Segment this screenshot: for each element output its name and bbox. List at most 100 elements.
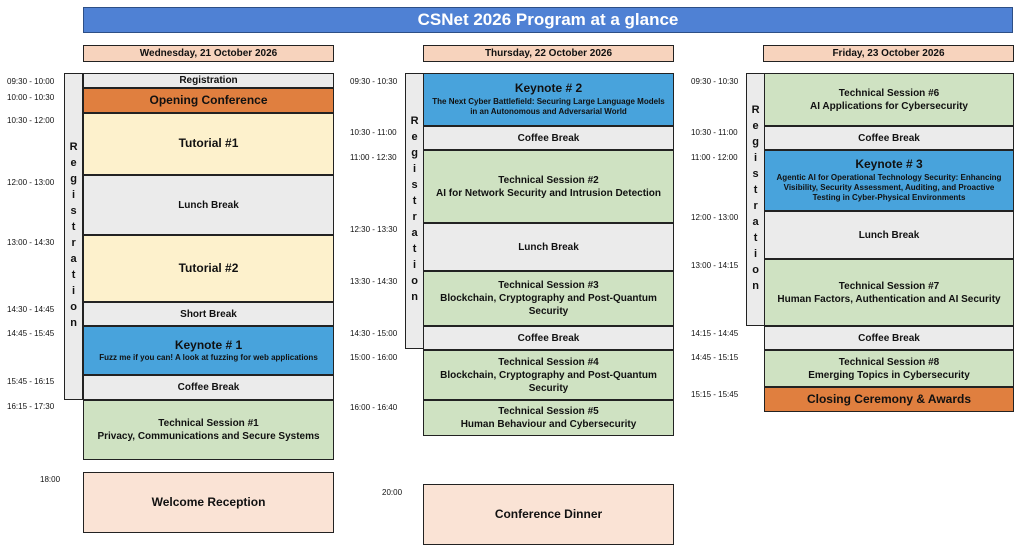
registration-vertical-label: Registration — [749, 103, 762, 296]
session-title: Technical Session #5 — [498, 406, 599, 417]
session-title: Technical Session #6 — [838, 87, 940, 99]
time-label: 09:30 - 10:30 — [350, 77, 398, 86]
registration-vertical: Registration — [405, 73, 424, 349]
session-title: Technical Session #8 — [838, 356, 940, 368]
session-subtitle: Human Factors, Authentication and AI Sec… — [777, 293, 1001, 305]
session-label: Coffee Break — [858, 332, 920, 344]
session-label: Tutorial #1 — [178, 136, 239, 151]
session-subtitle: The Next Cyber Battlefield: Securing Lar… — [432, 96, 665, 117]
session-title: Keynote # 3 — [855, 157, 923, 172]
day-header-thursday: Thursday, 22 October 2026 — [423, 45, 674, 62]
session-label: Coffee Break — [177, 382, 240, 393]
session-welcome-reception: Welcome Reception — [83, 472, 334, 533]
time-label: 09:30 - 10:30 — [691, 77, 739, 86]
session-subtitle: Emerging Topics in Cybersecurity — [808, 369, 970, 381]
session-label: Lunch Break — [178, 199, 239, 211]
time-label: 10:30 - 11:00 — [691, 128, 738, 137]
time-label: 14:45 - 15:15 — [691, 353, 739, 362]
session-coffee-break: Coffee Break — [423, 126, 674, 150]
session-registration: Registration — [83, 73, 334, 88]
session-keynote-2: Keynote # 2 The Next Cyber Battlefield: … — [423, 73, 674, 126]
time-label: 10:30 - 11:00 — [350, 128, 397, 137]
session-technical-4: Technical Session #4 Blockchain, Cryptog… — [423, 350, 674, 400]
session-label: Coffee Break — [858, 132, 920, 144]
time-label: 20:00 — [382, 488, 403, 497]
session-label: Welcome Reception — [151, 494, 266, 509]
session-label: Registration — [179, 75, 238, 86]
session-short-break: Short Break — [83, 302, 334, 326]
session-label: Tutorial #2 — [178, 260, 239, 275]
registration-vertical: Registration — [746, 73, 765, 326]
session-title: Keynote # 1 — [174, 337, 243, 352]
session-coffee-break: Coffee Break — [423, 326, 674, 350]
session-technical-7: Technical Session #7 Human Factors, Auth… — [764, 259, 1014, 326]
session-subtitle: Human Behaviour and Cybersecurity — [460, 419, 637, 430]
time-label: 13:30 - 14:30 — [350, 277, 398, 286]
session-opening: Opening Conference — [83, 88, 334, 113]
session-technical-6: Technical Session #6 AI Applications for… — [764, 73, 1014, 126]
session-subtitle: Agentic AI for Operational Technology Se… — [776, 172, 1002, 203]
session-label: Conference Dinner — [494, 506, 603, 521]
time-label: 13:00 - 14:15 — [691, 261, 739, 270]
session-technical-2: Technical Session #2 AI for Network Secu… — [423, 150, 674, 223]
session-coffee-break: Coffee Break — [764, 326, 1014, 350]
session-keynote-3: Keynote # 3 Agentic AI for Operational T… — [764, 150, 1014, 211]
session-title: Technical Session #2 — [498, 174, 599, 186]
session-lunch: Lunch Break — [423, 223, 674, 271]
session-title: Technical Session #7 — [838, 280, 940, 292]
session-technical-8: Technical Session #8 Emerging Topics in … — [764, 350, 1014, 387]
session-label: Coffee Break — [517, 132, 580, 144]
time-label: 13:00 - 14:30 — [7, 238, 55, 247]
day-header-wednesday: Wednesday, 21 October 2026 — [83, 45, 334, 62]
session-label: Closing Ceremony & Awards — [806, 391, 972, 406]
session-subtitle: Privacy, Communications and Secure Syste… — [97, 431, 320, 442]
session-subtitle: AI Applications for Cybersecurity — [810, 100, 968, 112]
session-keynote-1: Keynote # 1 Fuzz me if you can! A look a… — [83, 326, 334, 375]
session-closing-ceremony: Closing Ceremony & Awards — [764, 387, 1014, 412]
session-subtitle: AI for Network Security and Intrusion De… — [435, 187, 662, 199]
time-label: 14:30 - 15:00 — [350, 329, 398, 338]
session-subtitle: Blockchain, Cryptography and Post-Quantu… — [440, 293, 657, 317]
time-label: 15:15 - 15:45 — [691, 390, 739, 399]
time-label: 09:30 - 10:00 — [7, 77, 55, 86]
registration-vertical-label: Registration — [67, 140, 80, 333]
time-label: 10:00 - 10:30 — [7, 93, 55, 102]
session-title: Technical Session #3 — [498, 280, 599, 291]
session-technical-5: Technical Session #5 Human Behaviour and… — [423, 400, 674, 436]
session-label: Coffee Break — [517, 332, 580, 344]
session-coffee-break: Coffee Break — [764, 126, 1014, 150]
time-label: 12:00 - 13:00 — [7, 178, 55, 187]
time-label: 10:30 - 12:00 — [7, 116, 55, 125]
session-lunch: Lunch Break — [83, 175, 334, 235]
day-header-friday: Friday, 23 October 2026 — [763, 45, 1014, 62]
time-label: 14:45 - 15:45 — [7, 329, 55, 338]
session-technical-1: Technical Session #1 Privacy, Communicat… — [83, 400, 334, 460]
session-label: Opening Conference — [149, 92, 268, 107]
session-label: Lunch Break — [518, 241, 579, 253]
session-tutorial-1: Tutorial #1 — [83, 113, 334, 175]
session-label: Short Break — [180, 308, 237, 320]
session-label: Lunch Break — [858, 229, 920, 241]
session-conference-dinner: Conference Dinner — [423, 484, 674, 545]
time-label: 11:00 - 12:00 — [691, 153, 738, 162]
session-subtitle: Fuzz me if you can! A look at fuzzing fo… — [99, 353, 318, 363]
page-title: CSNet 2026 Program at a glance — [83, 7, 1013, 33]
time-label: 15:00 - 16:00 — [350, 353, 398, 362]
session-lunch: Lunch Break — [764, 211, 1014, 259]
session-title: Technical Session #1 — [158, 418, 259, 429]
registration-vertical: Registration — [64, 73, 83, 400]
registration-vertical-label: Registration — [408, 115, 421, 307]
session-title: Keynote # 2 — [514, 81, 583, 96]
time-label: 15:45 - 16:15 — [7, 377, 55, 386]
session-title: Technical Session #4 — [498, 356, 599, 368]
time-label: 18:00 — [40, 475, 61, 484]
session-technical-3: Technical Session #3 Blockchain, Cryptog… — [423, 271, 674, 326]
time-label: 16:00 - 16:40 — [350, 403, 398, 412]
session-tutorial-2: Tutorial #2 — [83, 235, 334, 302]
time-label: 12:30 - 13:30 — [350, 225, 398, 234]
time-label: 14:30 - 14:45 — [7, 305, 55, 314]
time-label: 14:15 - 14:45 — [691, 329, 739, 338]
time-label: 12:00 - 13:00 — [691, 213, 739, 222]
time-label: 11:00 - 12:30 — [350, 153, 397, 162]
session-subtitle: Blockchain, Cryptography and Post-Quantu… — [440, 369, 657, 394]
